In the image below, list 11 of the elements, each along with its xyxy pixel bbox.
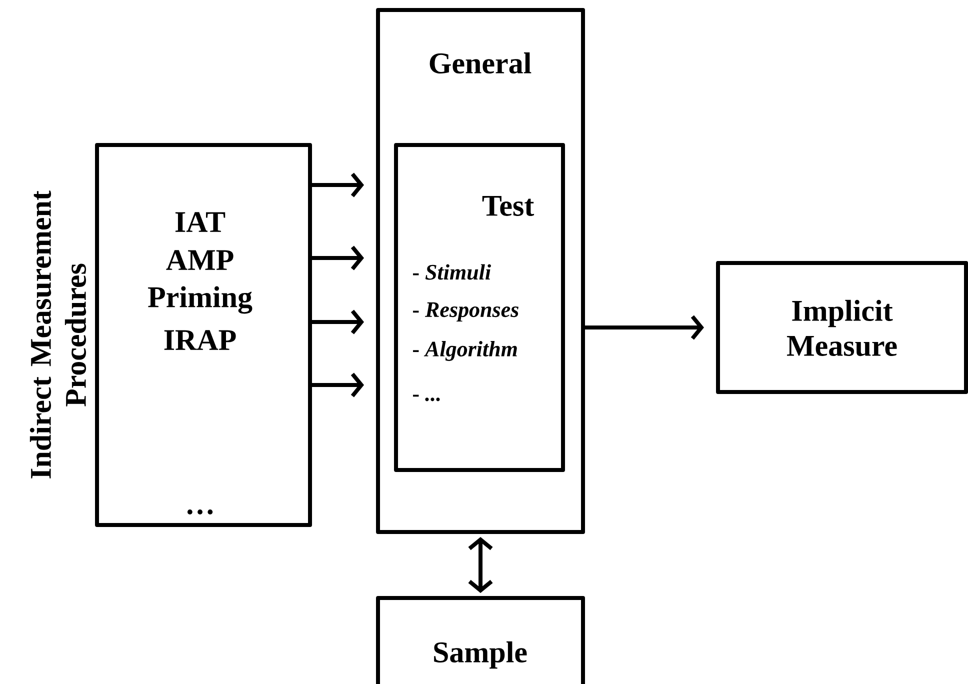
measure-box: Implicit Measure [716,260,968,394]
procedure-box: Indirect Measurement Procedures IAT AMP Priming IRAP … [30,142,312,527]
arrow [583,315,704,340]
arrow [310,246,364,270]
arrow [310,310,364,334]
arrow [310,172,364,198]
test-box: Test - Stimuli - Responses - Algorithm - ... [394,142,565,472]
node-label: Indirect Measurement Procedures [30,190,86,478]
arrow [468,536,493,593]
sample-box: Sample [376,596,585,684]
arrow [310,372,364,398]
